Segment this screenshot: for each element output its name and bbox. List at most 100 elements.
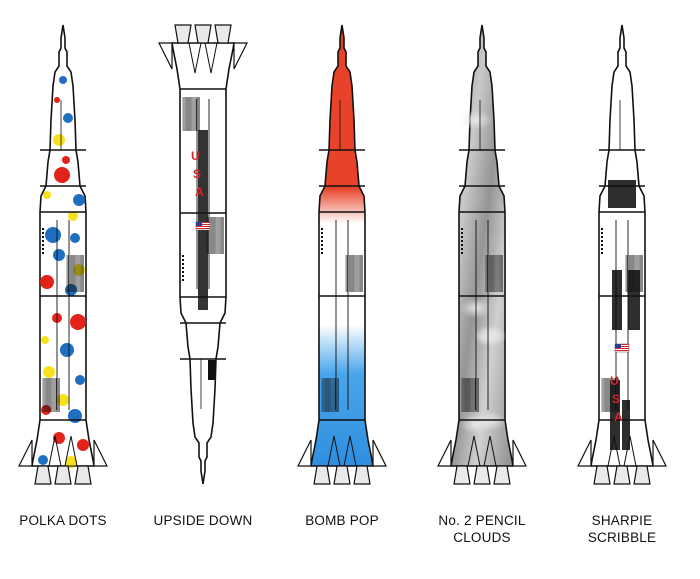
window-dot — [601, 248, 603, 250]
window-dot — [461, 252, 463, 254]
usa-letter: U — [191, 149, 200, 163]
fin-center — [483, 435, 497, 467]
window-dot — [182, 267, 184, 269]
engine-nozzle — [174, 24, 192, 44]
caption-line: CLOUDS — [453, 530, 511, 545]
window-dot — [42, 252, 44, 254]
window-dot — [461, 244, 463, 246]
scribble — [612, 270, 622, 330]
rocket-body — [450, 24, 514, 467]
window-dot — [182, 271, 184, 273]
rocket-body — [590, 24, 654, 467]
polka-dot — [70, 233, 80, 243]
window-dot — [182, 255, 184, 257]
polka-dot — [40, 275, 54, 289]
window-dot — [321, 252, 323, 254]
window-dot — [461, 240, 463, 242]
flag-stripe — [196, 224, 210, 225]
polka-dot — [38, 455, 48, 465]
window-dot — [461, 236, 463, 238]
fin-right — [93, 439, 108, 467]
dark-panel — [208, 360, 216, 380]
engine-nozzle — [613, 465, 631, 485]
window-dot — [321, 236, 323, 238]
dark-panel — [198, 130, 208, 310]
window-dot — [601, 232, 603, 234]
engine-nozzle — [313, 465, 331, 485]
engine-nozzle — [633, 465, 651, 485]
caption-line: SCRIBBLE — [587, 530, 657, 545]
window-dot — [182, 263, 184, 265]
polka-dot — [57, 394, 69, 406]
polka-dot — [54, 167, 70, 183]
window-dot — [321, 248, 323, 250]
caption-line: BOMB POP — [305, 513, 379, 528]
polka-dot — [43, 191, 51, 199]
engine-nozzle — [453, 465, 471, 485]
caption-line: UPSIDE DOWN — [153, 513, 253, 528]
polka-dot — [68, 409, 82, 423]
fin-center — [467, 435, 481, 467]
polka-dot — [54, 97, 60, 103]
fin-center — [188, 42, 202, 74]
window-dot — [461, 248, 463, 250]
caption-line: No. 2 PENCIL — [438, 513, 526, 528]
engine-nozzle — [593, 465, 611, 485]
window-dot — [182, 275, 184, 277]
caption-sharpie: SHARPIE SCRIBBLE — [552, 512, 692, 546]
polka-dot — [53, 134, 65, 146]
fin-left — [18, 439, 33, 467]
cloud — [474, 411, 506, 431]
polka-dot — [53, 249, 65, 261]
window-dot — [321, 228, 323, 230]
window-dot — [42, 228, 44, 230]
flag-stripe — [615, 344, 629, 345]
usa-letter: U — [610, 374, 619, 388]
flag-stripe — [196, 226, 210, 227]
fin-center — [343, 435, 357, 467]
window-dot — [42, 244, 44, 246]
caption-line: SHARPIE — [591, 513, 653, 528]
flag-canton — [196, 222, 202, 226]
caption-pencil: No. 2 PENCIL CLOUDS — [412, 512, 552, 546]
flag-stripe — [196, 222, 210, 223]
window-dot — [321, 232, 323, 234]
window-dot — [461, 228, 463, 230]
engine-nozzle — [473, 465, 491, 485]
caption-line: POLKA DOTS — [19, 513, 107, 528]
polka-dot — [65, 456, 77, 468]
caption-polka: POLKA DOTS — [0, 512, 133, 529]
window-dot — [601, 240, 603, 242]
scribble — [622, 400, 630, 450]
fin-right — [233, 42, 248, 70]
fin-left — [158, 42, 173, 70]
rocket-polka — [18, 24, 108, 485]
fin-left — [437, 439, 452, 467]
polka-dot — [45, 227, 61, 243]
polka-dot — [60, 343, 74, 357]
window-dot — [42, 236, 44, 238]
engine-nozzle — [74, 465, 92, 485]
caption-upside: UPSIDE DOWN — [133, 512, 273, 529]
polka-dot — [41, 336, 49, 344]
engine-nozzle — [214, 24, 232, 44]
window-dot — [601, 228, 603, 230]
polka-dot — [68, 211, 78, 221]
engine-nozzle — [353, 465, 371, 485]
polka-dot — [70, 314, 86, 330]
polka-dot — [75, 375, 85, 385]
engine-nozzle — [493, 465, 511, 485]
polka-dot — [43, 366, 55, 378]
usa-letter: S — [612, 392, 620, 406]
polka-dot — [62, 156, 70, 164]
window-dot — [321, 240, 323, 242]
fin-left — [297, 439, 312, 467]
window-dot — [42, 232, 44, 234]
window-dot — [601, 236, 603, 238]
cloud — [474, 325, 506, 345]
window-dot — [42, 240, 44, 242]
polka-dot — [73, 194, 85, 206]
fin-center — [64, 435, 78, 467]
fin-center — [623, 435, 637, 467]
